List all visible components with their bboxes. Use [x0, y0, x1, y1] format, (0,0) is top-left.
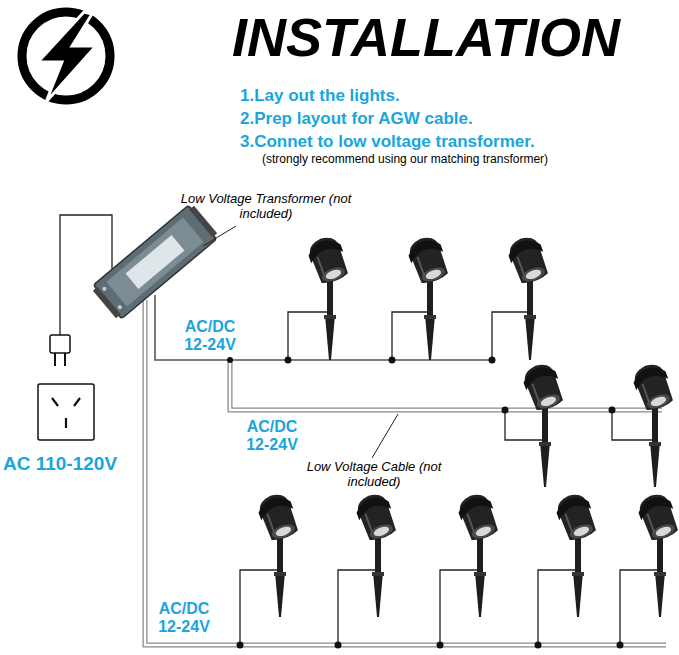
power-icon	[22, 12, 110, 102]
leader-line	[372, 414, 398, 458]
leader-line	[203, 226, 236, 246]
voltage-label: AC/DC 12-24V	[238, 418, 306, 455]
lamp-leads	[240, 312, 657, 645]
transformer	[90, 203, 219, 322]
low-voltage-cables	[145, 295, 666, 645]
callout-label: Low Voltage Cable (not included)	[286, 460, 462, 490]
wall-socket	[38, 384, 94, 440]
voltage-label: AC/DC 12-24V	[150, 600, 218, 637]
step-text: 2.Prep layout for AGW cable.	[240, 109, 473, 129]
mains-voltage-label: AC 110-120V	[3, 453, 117, 475]
step-text: 1.Lay out the lights.	[240, 86, 400, 106]
junction-dots	[227, 357, 624, 649]
title: INSTALLATION	[232, 6, 620, 68]
callout-label: Low Voltage Transformer (not included)	[168, 192, 364, 222]
plug	[50, 335, 70, 366]
voltage-label: AC/DC 12-24V	[176, 318, 244, 355]
spot-lights	[254, 233, 679, 617]
note-text: (strongly recommend using our matching t…	[262, 153, 548, 167]
step-text: 3.Connet to low voltage transformer.	[240, 132, 535, 152]
